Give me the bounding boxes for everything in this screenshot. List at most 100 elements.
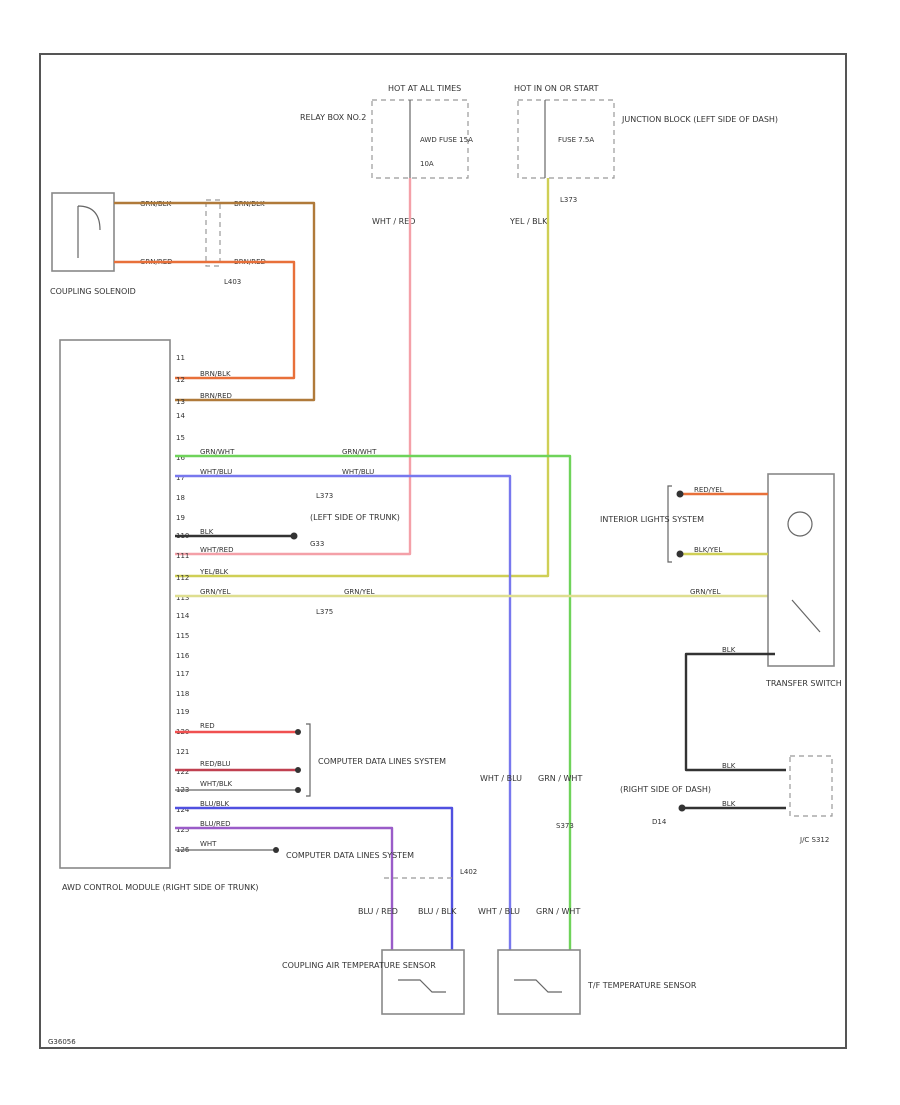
grn-yel-label-2: GRN/YEL bbox=[344, 588, 375, 596]
awd-control-module bbox=[59, 339, 171, 869]
pin-label: 114 bbox=[176, 612, 190, 620]
computer-data-label-1: COMPUTER DATA LINES SYSTEM bbox=[318, 757, 446, 766]
pin-label: 113 bbox=[176, 594, 189, 602]
pin-label: 116 bbox=[176, 652, 190, 660]
wht-label: WHT bbox=[200, 840, 217, 848]
computer-data-label-2: COMPUTER DATA LINES SYSTEM bbox=[286, 851, 414, 860]
ground-point bbox=[290, 532, 298, 540]
blk-label: BLK bbox=[200, 528, 214, 536]
yel-blk-power-wire bbox=[175, 178, 550, 578]
pin-label: 122 bbox=[176, 768, 189, 776]
wht-blu-vertical-label-2: WHT / BLU bbox=[478, 907, 520, 916]
fuse-10a-label: 10A bbox=[420, 160, 434, 168]
jc-label: J/C S312 bbox=[799, 836, 829, 844]
relay-box-label: RELAY BOX NO.2 bbox=[300, 113, 366, 122]
page-id: G36056 bbox=[48, 1038, 76, 1046]
pin-label: 111 bbox=[176, 552, 189, 560]
yel-blk-module-label: YEL/BLK bbox=[199, 568, 229, 576]
l403-connector bbox=[205, 199, 221, 267]
sensor-icon bbox=[514, 979, 562, 993]
coupling-solenoid-box bbox=[51, 192, 115, 272]
pin-label: 118 bbox=[176, 690, 189, 698]
wht-blk-label: WHT/BLK bbox=[200, 780, 233, 788]
pin-label: 18 bbox=[176, 494, 185, 502]
interior-lights-bracket bbox=[667, 485, 672, 563]
pin-label: 13 bbox=[176, 398, 185, 406]
wht-red-top-label: WHT / RED bbox=[372, 217, 415, 226]
blk-switch-label: BLK bbox=[722, 646, 736, 654]
yel-blk-top-label: YEL / BLK bbox=[509, 217, 548, 226]
grn-wht-vertical-label-2: GRN / WHT bbox=[536, 907, 580, 916]
hot-in-on-or-start-label: HOT IN ON OR START bbox=[514, 84, 599, 93]
pin-label: 17 bbox=[176, 474, 185, 482]
coupling-air-temp-sensor bbox=[381, 949, 465, 1015]
wht-blu-vertical-label: WHT / BLU bbox=[480, 774, 522, 783]
grn-wht-vertical-label: GRN / WHT bbox=[538, 774, 582, 783]
d14-label: D14 bbox=[652, 818, 667, 826]
data-point bbox=[273, 847, 279, 853]
red-yel-label: RED/YEL bbox=[694, 486, 724, 494]
grn-wht-label: GRN/WHT bbox=[200, 448, 235, 456]
diagram-frame bbox=[39, 53, 847, 1049]
transfer-switch-box bbox=[767, 473, 835, 667]
hot-at-all-times-label: HOT AT ALL TIMES bbox=[388, 84, 461, 93]
data-point bbox=[295, 729, 301, 735]
wht-red-power-wire bbox=[175, 178, 412, 556]
s373-label: S373 bbox=[556, 822, 574, 830]
computer-data-bracket bbox=[306, 723, 311, 797]
blu-blk-wire bbox=[175, 806, 454, 950]
awd-module-label: AWD CONTROL MODULE (RIGHT SIDE OF TRUNK) bbox=[62, 883, 259, 892]
coupling-air-temp-label: COUPLING AIR TEMPERATURE SENSOR bbox=[282, 961, 436, 970]
jc-connector bbox=[789, 755, 833, 817]
pin-label: 16 bbox=[176, 454, 185, 462]
switch-contact bbox=[791, 599, 821, 633]
module-pin-labels: 11 12 13 14 15 16 17 18 19 110 111 112 1… bbox=[176, 354, 190, 854]
junction-block-outline bbox=[517, 99, 615, 179]
transfer-switch-label: TRANSFER SWITCH bbox=[765, 679, 842, 688]
pin-label: 117 bbox=[176, 670, 189, 678]
grn-wht-wire bbox=[175, 454, 572, 950]
lamp-icon bbox=[787, 511, 813, 537]
blk-d14-label: BLK bbox=[722, 800, 736, 808]
g33-label: G33 bbox=[310, 540, 324, 548]
pin-label: 11 bbox=[176, 354, 185, 362]
red-label: RED bbox=[200, 722, 215, 730]
pin-label: 14 bbox=[176, 412, 185, 420]
pin-label: 115 bbox=[176, 632, 189, 640]
blk-yel-label: BLK/YEL bbox=[694, 546, 722, 554]
sensor-icon bbox=[398, 979, 446, 993]
right-side-dash-label: (RIGHT SIDE OF DASH) bbox=[620, 785, 711, 794]
grn-yel-label: GRN/YEL bbox=[200, 588, 231, 596]
wht-red-module-label: WHT/RED bbox=[200, 546, 234, 554]
awd-fuse-label: AWD FUSE 15A bbox=[420, 136, 473, 144]
interior-lights-label: INTERIOR LIGHTS SYSTEM bbox=[600, 515, 704, 524]
fuse-7-5a-label: FUSE 7.5A bbox=[558, 136, 594, 144]
brn-blk-module-label: BRN/BLK bbox=[200, 370, 231, 378]
junction-block-label: JUNCTION BLOCK (LEFT SIDE OF DASH) bbox=[621, 115, 778, 124]
pin-label: 19 bbox=[176, 514, 185, 522]
connector-point bbox=[676, 490, 684, 498]
l373-label: L373 bbox=[560, 196, 577, 204]
blu-blk-vertical-label: BLU / BLK bbox=[418, 907, 457, 916]
pin-label: 125 bbox=[176, 826, 189, 834]
pin-label: 121 bbox=[176, 748, 189, 756]
left-side-trunk-label: (LEFT SIDE OF TRUNK) bbox=[310, 513, 400, 522]
brn-red-module-label: BRN/RED bbox=[200, 392, 232, 400]
grn-yel-label-3: GRN/YEL bbox=[690, 588, 721, 596]
pin-label: 124 bbox=[176, 806, 190, 814]
blu-red-label: BLU/RED bbox=[200, 820, 231, 828]
pin-label: 12 bbox=[176, 376, 185, 384]
pin-label: 15 bbox=[176, 434, 185, 442]
blk-switch-wire bbox=[684, 652, 786, 772]
pin-label: 112 bbox=[176, 574, 189, 582]
grn-wht-label-2: GRN/WHT bbox=[342, 448, 377, 456]
wht-blu-label: WHT/BLU bbox=[200, 468, 232, 476]
data-point bbox=[295, 767, 301, 773]
coupling-solenoid-label: COUPLING SOLENOID bbox=[50, 287, 136, 296]
wht-blu-label-2: WHT/BLU bbox=[342, 468, 374, 476]
red-blu-label: RED/BLU bbox=[200, 760, 231, 768]
blu-red-wire bbox=[175, 826, 394, 950]
l373b-label: L373 bbox=[316, 492, 333, 500]
